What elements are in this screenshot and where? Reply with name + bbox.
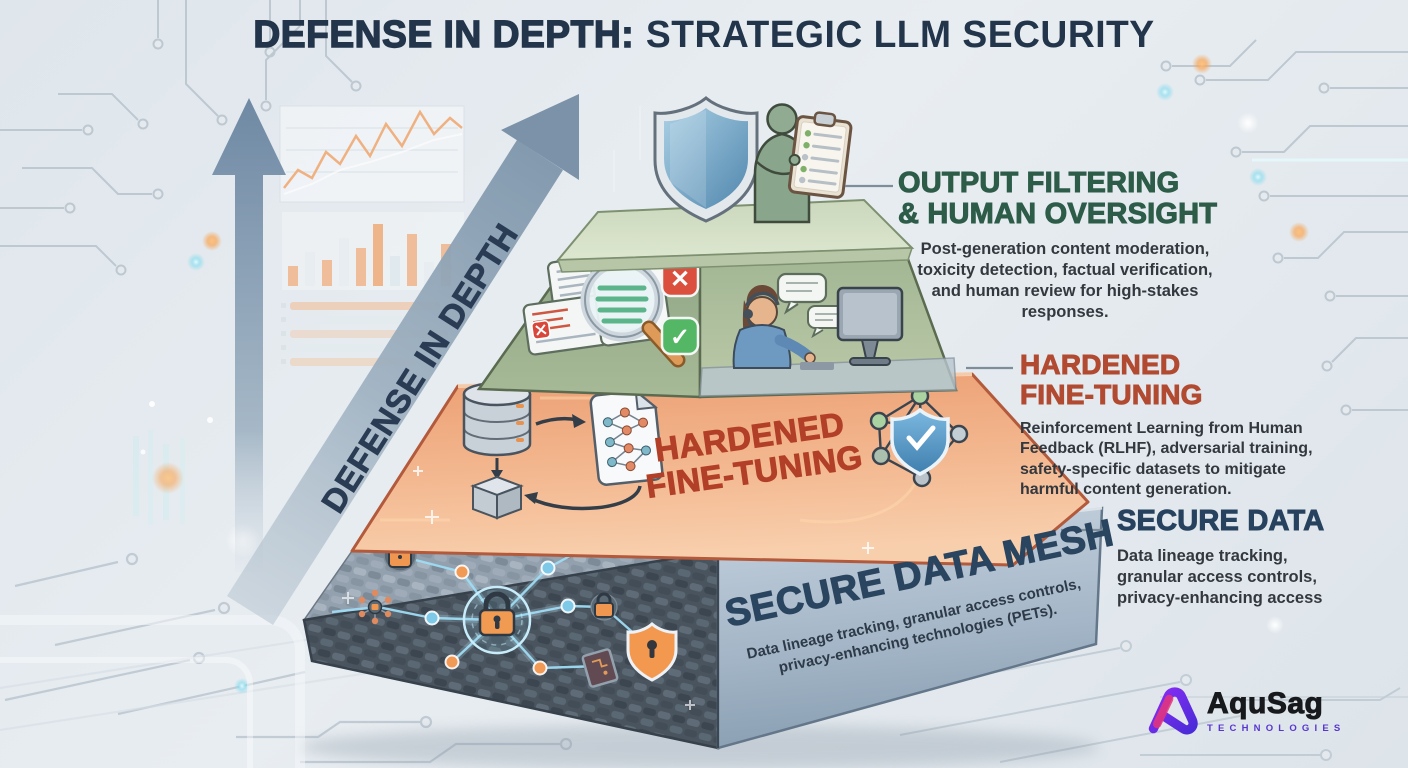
speech-bubbles-icon (776, 272, 845, 339)
moderator-at-computer-icon (699, 272, 957, 397)
logo-mark-icon (1148, 687, 1198, 735)
page-title: DEFENSE IN DEPTH:STRATEGIC LLM SECURITY (14, 13, 1394, 57)
approve-badge-icon: ✓ (660, 316, 700, 356)
data-molecule-icon (358, 589, 392, 625)
light-streaks (613, 106, 641, 192)
tier-top-output-filtering: ✕ (476, 198, 958, 399)
check-icon: ✓ (670, 324, 690, 351)
shield-check-icon (890, 407, 950, 476)
annotation-heading: OUTPUT FILTERING & HUMAN OVERSIGHT (898, 167, 1218, 231)
ambient-glows (133, 54, 1309, 694)
annotation-hardened-fine-tuning: HARDENED FINE-TUNING Reinforcement Learn… (1020, 349, 1354, 500)
title-emphasis: DEFENSE IN DEPTH: (253, 13, 635, 56)
title-rest: STRATEGIC LLM SECURITY (645, 14, 1155, 56)
circuit-traces-top-left (0, 0, 362, 276)
monitor-icon (836, 286, 904, 366)
model-document-icon (589, 388, 664, 486)
annotation-heading: HARDENED FINE-TUNING (1020, 349, 1203, 410)
logo-brand: AquSag (1206, 686, 1324, 720)
company-logo: AquSag TECHNOLOGIES (1146, 686, 1345, 736)
padlock-network-hub-icon (462, 585, 532, 655)
circuit-traces-right (1160, 39, 1408, 416)
data-chip-icon (581, 648, 619, 688)
security-shield-icon (653, 96, 759, 223)
moderator-person-icon (732, 285, 834, 370)
upward-arrow-icon (212, 98, 286, 572)
clipboard-icon (787, 111, 853, 199)
training-loop-arrow-icon (524, 485, 642, 511)
padlock-icon-small (590, 592, 618, 621)
annotation-body: Post-generation content moderation, toxi… (917, 240, 1213, 321)
background-line-chart (279, 105, 465, 203)
background-bar-chart (282, 212, 464, 290)
annotation-body: Data lineage tracking, granular access c… (1117, 547, 1323, 607)
pyramid-shadow (300, 725, 1100, 768)
defense-arrow-icon (227, 94, 579, 625)
human-oversight-person-icon (753, 103, 853, 224)
floor-panels (0, 615, 305, 768)
logo-tagline: TECHNOLOGIES (1207, 722, 1346, 734)
database-icon (462, 381, 532, 520)
reject-badge-icon: ✕ (660, 258, 700, 298)
keyhole-shield-icon (626, 622, 678, 682)
annotation-secure-data: SECURE DATA Data lineage tracking, granu… (1117, 505, 1408, 609)
tier-top-platform-lip (556, 247, 914, 273)
cross-icon: ✕ (670, 266, 690, 293)
storage-box-icon (470, 475, 524, 520)
annotation-output-filtering: OUTPUT FILTERING & HUMAN OVERSIGHT Post-… (898, 167, 1232, 323)
flow-arrow-icon (535, 414, 586, 428)
annotation-heading: SECURE DATA (1117, 505, 1325, 537)
annotation-body: Reinforcement Learning from Human Feedba… (1020, 419, 1313, 498)
